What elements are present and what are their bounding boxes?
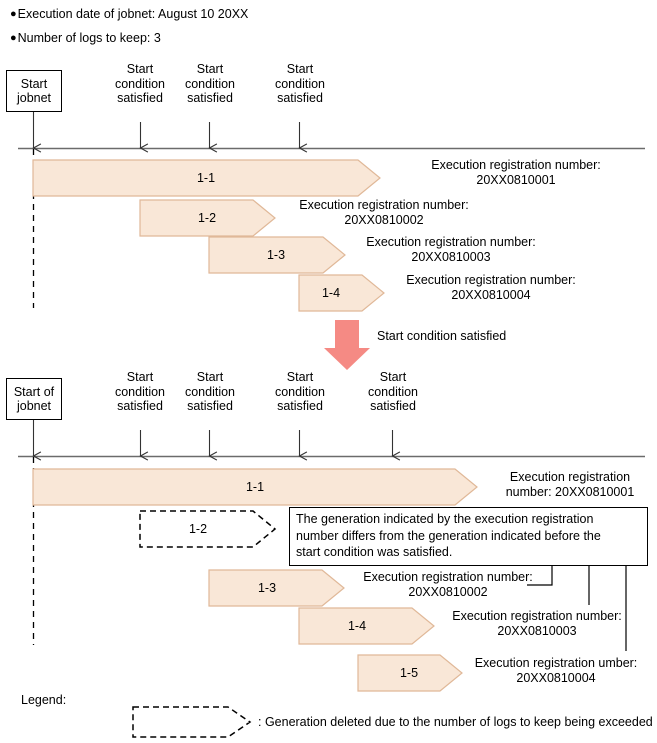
- tick-label-line2: condition: [274, 76, 326, 91]
- tick-label-line1: Start: [126, 62, 154, 76]
- legend-title: Legend:: [21, 693, 67, 707]
- tick-label-section2-2: Start condition satisfied: [185, 370, 235, 414]
- caption-line2: number: 20XX0810001: [505, 485, 635, 499]
- tick-label-line1: Start: [286, 370, 314, 384]
- caption-line2: 20XX0810003: [411, 250, 491, 264]
- generation-label-1-2: 1-2: [197, 211, 217, 225]
- note-execution-date-text: Execution date of jobnet: August 10 20XX: [17, 7, 249, 21]
- generation-label-2-5: 1-5: [399, 666, 419, 680]
- tick-label-section2-1: Start condition satisfied: [115, 370, 165, 414]
- tick-label-line3: satisfied: [117, 91, 163, 105]
- generation-arrow-2-2-deleted: [139, 510, 277, 548]
- tick-label-line3: satisfied: [277, 399, 323, 413]
- tick-label-line3: satisfied: [277, 91, 323, 105]
- tick-label-line3: satisfied: [187, 399, 233, 413]
- caption-line2: 20XX0810002: [408, 585, 488, 599]
- tick-label-section2-3: Start condition satisfied: [275, 370, 325, 414]
- note-logs-to-keep-text: Number of logs to keep: 3: [17, 31, 161, 45]
- tick-label-section1-3: Start condition satisfied: [275, 62, 325, 106]
- caption-line2: 20XX0810004: [451, 288, 531, 302]
- generation-caption-2-4: Execution registration number: 20XX08100…: [452, 609, 622, 639]
- caption-line2: 20XX0810002: [344, 213, 424, 227]
- caption-line2: 20XX0810003: [497, 624, 577, 638]
- generation-caption-1-4: Execution registration number: 20XX08100…: [406, 273, 576, 303]
- bullet-icon: ●: [10, 8, 17, 20]
- generation-caption-1-3: Execution registration number: 20XX08100…: [366, 235, 536, 265]
- generation-label-2-1: 1-1: [245, 480, 265, 494]
- generation-caption-2-5: Execution registration umber: 20XX081000…: [475, 656, 638, 686]
- caption-line1: Execution registration number:: [406, 273, 576, 287]
- generation-arrow-2-1: [32, 468, 478, 506]
- caption-line1: Execution registration number:: [363, 570, 533, 584]
- generation-arrow-1-4: [298, 274, 385, 312]
- start-jobnet-box-section1: Start jobnet: [6, 70, 62, 112]
- start-jobnet-box-line1: Start of: [13, 385, 55, 399]
- start-jobnet-box-line2: jobnet: [16, 399, 52, 413]
- generation-arrow-2-4: [298, 607, 435, 645]
- legend-entry-text: : Generation deleted due to the number o…: [258, 715, 653, 729]
- tick-label-section1-1: Start condition satisfied: [115, 62, 165, 106]
- caption-line2: 20XX0810004: [516, 671, 596, 685]
- caption-line1: Execution registration number:: [299, 198, 469, 212]
- callout-leader-line-1: [527, 566, 553, 586]
- caption-line1: Execution registration number:: [431, 158, 601, 172]
- callout-box: The generation indicated by the executio…: [289, 507, 648, 566]
- start-jobnet-box-line1: Start: [20, 77, 48, 91]
- generation-arrow-1-3: [208, 236, 346, 274]
- bullet-icon: ●: [10, 32, 17, 44]
- start-jobnet-box-section2: Start of jobnet: [6, 378, 62, 420]
- tick-label-line2: condition: [114, 76, 166, 91]
- note-logs-to-keep: ●Number of logs to keep: 3: [10, 32, 161, 45]
- caption-line1: Execution registration: [509, 470, 631, 484]
- start-jobnet-box-line2: jobnet: [16, 91, 52, 105]
- caption-line1: Execution registration umber:: [474, 656, 638, 670]
- generation-caption-2-1: Execution registration number: 20XX08100…: [506, 470, 635, 500]
- tick-label-line2: condition: [184, 384, 236, 399]
- generation-arrow-2-5: [357, 654, 463, 692]
- tick-label-line1: Start: [126, 370, 154, 384]
- tick-label-line3: satisfied: [370, 399, 416, 413]
- tick-label-line2: condition: [274, 384, 326, 399]
- generation-arrow-2-3: [208, 569, 345, 607]
- tick-label-line2: condition: [367, 384, 419, 399]
- generation-label-2-2: 1-2: [188, 522, 208, 536]
- generation-caption-1-1: Execution registration number: 20XX08100…: [431, 158, 601, 188]
- transition-arrow-label: Start condition satisfied: [377, 329, 507, 343]
- caption-line1: Execution registration number:: [452, 609, 622, 623]
- tick-label-line2: condition: [184, 76, 236, 91]
- callout-line3: start condition was satisfied.: [296, 545, 453, 559]
- generation-arrow-1-1: [32, 159, 381, 197]
- tick-label-line1: Start: [196, 370, 224, 384]
- generation-label-2-4: 1-4: [347, 619, 367, 633]
- caption-line2: 20XX0810001: [476, 173, 556, 187]
- legend-sample-shape: [132, 706, 252, 738]
- generation-label-1-3: 1-3: [266, 248, 286, 262]
- generation-label-1-4: 1-4: [321, 286, 341, 300]
- tick-label-line2: condition: [114, 384, 166, 399]
- tick-label-section1-2: Start condition satisfied: [185, 62, 235, 106]
- generation-caption-1-2: Execution registration number: 20XX08100…: [299, 198, 469, 228]
- tick-label-line3: satisfied: [187, 91, 233, 105]
- caption-line1: Execution registration number:: [366, 235, 536, 249]
- generation-label-2-3: 1-3: [257, 581, 277, 595]
- tick-label-line1: Start: [286, 62, 314, 76]
- transition-arrow: [324, 320, 370, 370]
- tick-label-line3: satisfied: [117, 399, 163, 413]
- tick-label-section2-4: Start condition satisfied: [368, 370, 418, 414]
- tick-label-line1: Start: [379, 370, 407, 384]
- generation-arrow-1-2: [139, 199, 276, 237]
- callout-line1: The generation indicated by the executio…: [296, 512, 594, 526]
- generation-label-1-1: 1-1: [196, 171, 216, 185]
- callout-line2: number differs from the generation indic…: [296, 528, 601, 543]
- generation-caption-2-3: Execution registration number: 20XX08100…: [363, 570, 533, 600]
- tick-label-line1: Start: [196, 62, 224, 76]
- note-execution-date: ●Execution date of jobnet: August 10 20X…: [10, 8, 248, 21]
